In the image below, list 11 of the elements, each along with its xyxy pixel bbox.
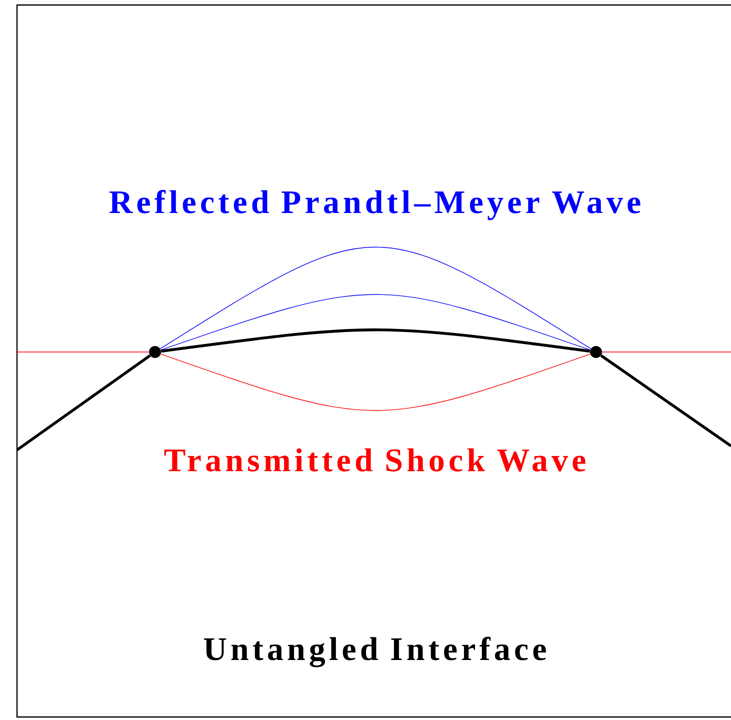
wave-curve	[160, 354, 590, 411]
wave-label: Reflected Prandtl–Meyer Wave	[109, 190, 640, 220]
wave-curve	[160, 246, 592, 350]
wave-label: Transmitted Shock Wave	[164, 448, 586, 472]
wave-curve	[160, 294, 590, 350]
interface-line	[600, 354, 731, 448]
wave-label: Untangled Interface	[204, 636, 546, 668]
junction-dot	[149, 346, 161, 358]
interface-line	[16, 354, 151, 452]
wave-curve	[160, 328, 590, 353]
junction-dot	[590, 346, 602, 358]
